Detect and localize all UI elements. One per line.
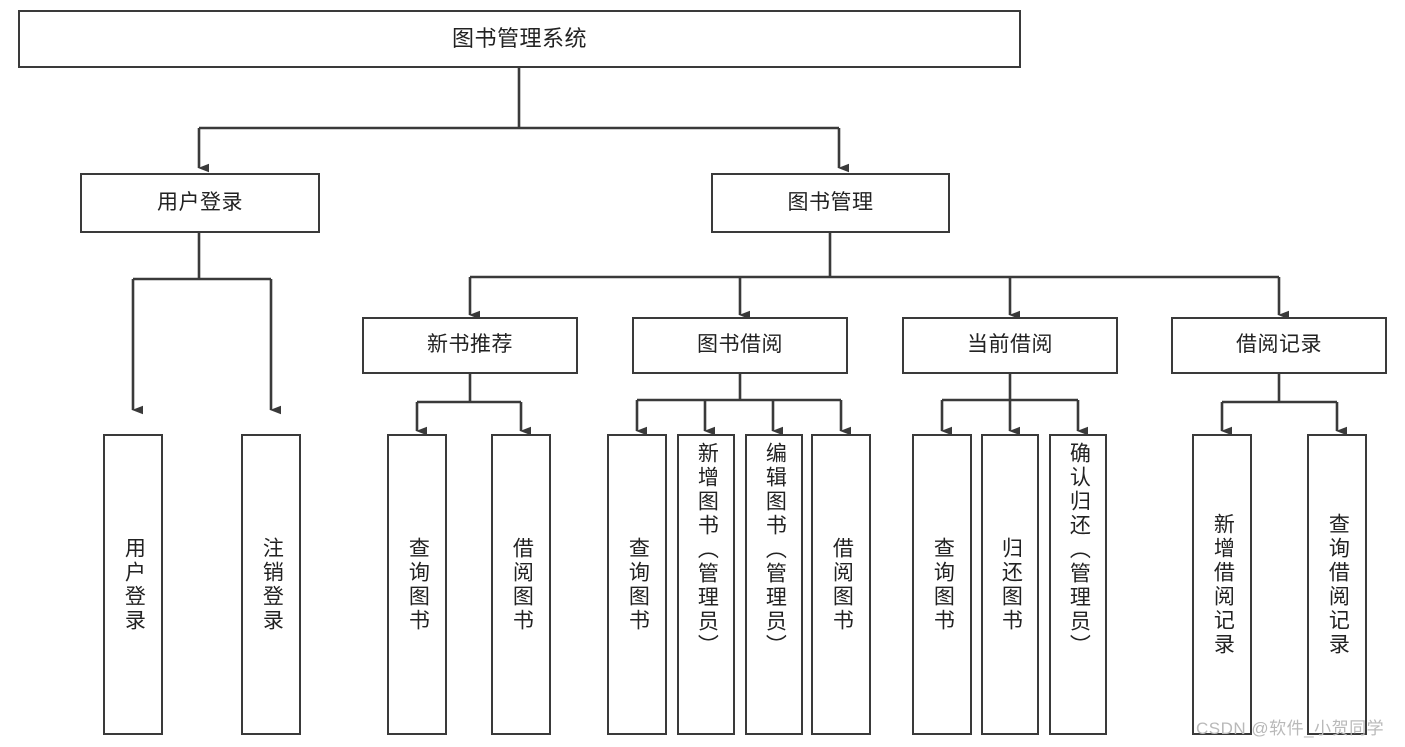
leaf-logout[interactable]: 注销登录 [241,434,301,735]
node-root-book-management-system[interactable]: 图书管理系统 [18,10,1021,68]
leaf-borrow-book-recommend[interactable]: 借阅图书 [491,434,551,735]
leaf-add-borrow-record[interactable]: 新增借阅记录 [1192,434,1252,735]
node-user-login[interactable]: 用户登录 [80,173,320,233]
leaf-edit-book-admin[interactable]: 编辑图书（管理员） [745,434,803,735]
node-label: 查询图书 [406,536,430,633]
node-label: 用户登录 [157,190,243,214]
node-label: 编辑图书（管理员） [763,442,787,658]
node-label: 新增图书（管理员） [695,442,719,658]
node-label: 借阅图书 [510,536,534,633]
node-label: 借阅记录 [1236,333,1322,357]
node-label: 查询借阅记录 [1326,512,1350,657]
leaf-query-book-recommend[interactable]: 查询图书 [387,434,447,735]
leaf-query-book-current[interactable]: 查询图书 [912,434,972,735]
node-label: 注销登录 [260,536,284,633]
node-new-book-recommend[interactable]: 新书推荐 [362,317,578,374]
node-label: 当前借阅 [967,333,1053,357]
leaf-return-book[interactable]: 归还图书 [981,434,1039,735]
node-current-borrow[interactable]: 当前借阅 [902,317,1118,374]
node-label: 归还图书 [999,536,1023,633]
node-label: 查询图书 [626,536,650,633]
node-label: 用户登录 [122,536,146,633]
leaf-query-book-borrow[interactable]: 查询图书 [607,434,667,735]
leaf-query-borrow-record[interactable]: 查询借阅记录 [1307,434,1367,735]
leaf-confirm-return-admin[interactable]: 确认归还（管理员） [1049,434,1107,735]
node-label: 新增借阅记录 [1211,512,1235,657]
leaf-user-login[interactable]: 用户登录 [103,434,163,735]
node-label: 新书推荐 [427,333,513,357]
node-label: 图书管理 [787,190,874,214]
node-borrow-record[interactable]: 借阅记录 [1171,317,1387,374]
node-label: 确认归还（管理员） [1067,442,1091,658]
leaf-add-book-admin[interactable]: 新增图书（管理员） [677,434,735,735]
node-label: 借阅图书 [830,536,854,633]
node-label: 图书借阅 [697,333,783,357]
node-label: 查询图书 [931,536,955,633]
node-book-borrow[interactable]: 图书借阅 [632,317,848,374]
node-book-management[interactable]: 图书管理 [711,173,950,233]
leaf-borrow-book-borrow[interactable]: 借阅图书 [811,434,871,735]
node-label: 图书管理系统 [451,26,587,52]
